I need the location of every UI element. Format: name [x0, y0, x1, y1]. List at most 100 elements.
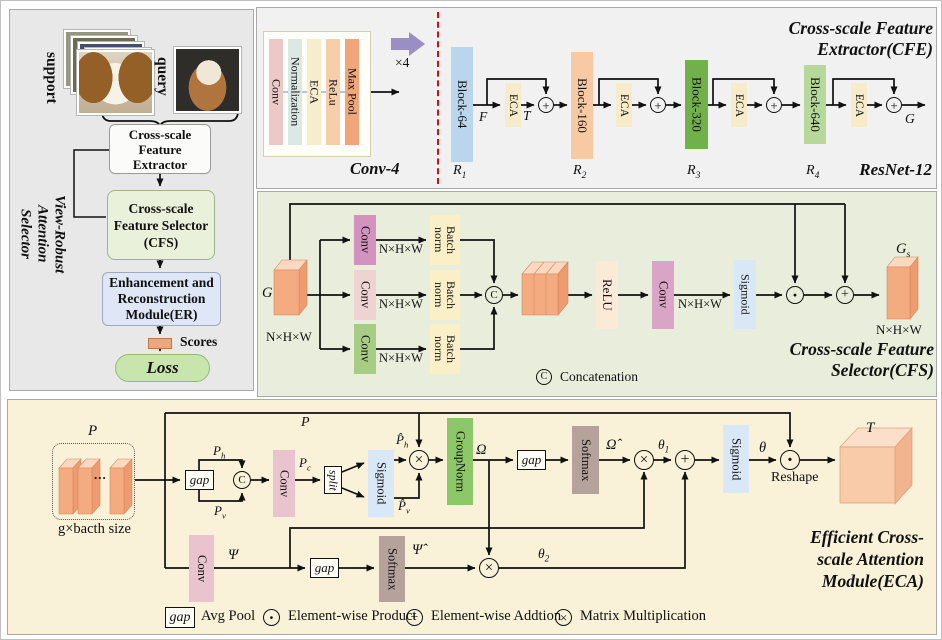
- cfe-title-line: Extractor(CFE): [817, 39, 933, 59]
- batch-size-label: g×bacth size: [58, 521, 131, 537]
- theta1-label: θ1: [658, 437, 670, 455]
- ph-label: Ph: [213, 443, 226, 461]
- psi-label: Ψ: [228, 547, 239, 563]
- ellipsis-label: ...: [94, 467, 107, 482]
- resnet-block-640: Block-640: [804, 65, 826, 144]
- concat-icon: C: [233, 471, 251, 489]
- dim-label: N×H×W: [379, 242, 423, 256]
- cfe-title: Cross-scale Feature Extractor(CFE): [653, 18, 933, 60]
- r3-label: R3: [687, 163, 701, 181]
- er-box-line: Module(ER): [125, 307, 198, 322]
- concat-legend-label: Concatenation: [560, 369, 638, 384]
- r1-label: R1: [453, 163, 467, 181]
- p-batch-group-box: [52, 443, 135, 520]
- elementwise-add-icon: +: [538, 97, 554, 113]
- omega-hat-label: Ω̂: [606, 437, 617, 453]
- conv4-bar-maxpool: Max Pool: [345, 39, 360, 145]
- conv4-bar-normalization: Normalization: [288, 39, 303, 145]
- p-stack-label: P: [88, 423, 98, 439]
- cfe-box-line: Feature: [138, 141, 182, 157]
- g-label: G: [905, 111, 915, 126]
- selector-bracket: [73, 149, 110, 218]
- bar-connector-tick: [283, 91, 288, 93]
- conv4-bar-conv: Conv: [269, 39, 284, 145]
- omega-label: Ω: [476, 442, 487, 458]
- cfs-box-line: (CFS): [143, 234, 179, 250]
- eca-box-2: ECA: [616, 83, 632, 127]
- product-legend-label: Element-wise Product: [288, 608, 417, 624]
- p-tensor-stack: [58, 458, 133, 515]
- split-box: split: [324, 466, 342, 494]
- section-divider: [437, 12, 439, 184]
- t-label: T: [523, 108, 531, 123]
- pv-label: Pv: [214, 503, 226, 521]
- elementwise-add-icon: +: [886, 97, 902, 113]
- cfs-sigmoid-box: Sigmoid: [734, 260, 756, 329]
- dim-label: N×H×W: [678, 297, 722, 311]
- resnet-block-320: Block-320: [685, 60, 708, 149]
- query-label: query: [154, 56, 171, 96]
- ph-hat-label: P̂h: [396, 432, 409, 450]
- dim-label: N×H×W: [379, 297, 423, 311]
- cfs-title-line: Cross-scale Feature: [789, 339, 934, 359]
- conv4-bar-relu: ReLu: [326, 39, 341, 145]
- relu-box: ReLU: [596, 261, 618, 329]
- repeat-label: ×4: [395, 55, 410, 70]
- cfe-box: Cross-scale Feature Extractor: [109, 124, 211, 174]
- g-tensor: [273, 259, 308, 316]
- eca-conv-box-1: Conv: [273, 450, 295, 517]
- matmul-icon: ×: [409, 450, 429, 470]
- theta2-label: θ2: [538, 546, 550, 564]
- theta-label: θ: [759, 440, 767, 456]
- gap-box-2: gap: [517, 450, 546, 470]
- reshape-label: Reshape: [771, 470, 819, 485]
- conv4-title: Conv-4: [350, 159, 400, 178]
- cfe-panel: Conv Normalization ECA ReLu Max Pool ×4 …: [256, 7, 937, 189]
- panel-title-view-robust-attention-selector: View-Robust Attention Selector: [16, 128, 68, 340]
- eca-sigmoid-box-1: Sigmoid: [368, 450, 394, 517]
- support-label: support: [43, 52, 60, 104]
- gap-legend-label: Avg Pool: [201, 608, 256, 624]
- matmul-icon: ×: [634, 450, 654, 470]
- eca-title-line: scale Attention: [817, 549, 924, 569]
- selector-overview-panel: support query View-Robust Attention Sele…: [9, 9, 254, 391]
- bar-connector-tick: [321, 91, 326, 93]
- cfe-title-line: Cross-scale Feature: [788, 18, 933, 38]
- dim-label: N×H×W: [379, 351, 423, 365]
- r4-label: R4: [806, 163, 820, 181]
- cfe-box-line: Extractor: [132, 156, 188, 172]
- cfs-conv-box-2: Conv: [354, 270, 376, 320]
- bar-connector-tick: [340, 91, 345, 93]
- title-line: Attention: [34, 205, 51, 263]
- cfs-title: Cross-scale Feature Selector(CFS): [658, 339, 934, 381]
- cfe-connectors: [371, 32, 926, 109]
- matmul-legend-label: Matrix Multiplication: [580, 608, 707, 624]
- g-dim-label: N×H×W: [266, 329, 312, 344]
- scores-label: Scores: [180, 334, 218, 349]
- elementwise-add-icon: +: [675, 450, 695, 470]
- er-box: Enhancement and Reconstruction Module(ER…: [102, 272, 221, 326]
- psi-hat-label: Ψ̂: [412, 542, 423, 558]
- gap-legend-icon: gap: [165, 607, 195, 628]
- pc-label: Pc: [299, 455, 311, 473]
- elementwise-add-icon: +: [650, 97, 666, 113]
- resnet12-label: ResNet-12: [859, 160, 932, 179]
- matmul-icon: ×: [555, 609, 572, 626]
- gs-dim-label: N×H×W: [876, 322, 922, 337]
- er-box-line: Reconstruction: [117, 291, 206, 306]
- cfe-box-line: Cross-scale: [128, 126, 192, 142]
- eca-title-line: Efficient Cross-: [810, 527, 924, 547]
- loss-box: Loss: [115, 354, 210, 382]
- cfs-connectors: [273, 203, 919, 353]
- eca-panel: ... P g×bacth size P gap Ph Pv C Conv Pc…: [7, 399, 937, 635]
- groupnorm-box: GroupNorm: [447, 418, 473, 505]
- eca-box-3: ECA: [731, 83, 747, 127]
- resnet-block-64: Block-64: [451, 47, 473, 162]
- elementwise-product-icon: ·: [786, 286, 804, 304]
- elementwise-add-icon: +: [836, 286, 854, 304]
- concat-icon: C: [536, 369, 552, 385]
- cfs-panel: G N×H×W Conv Conv Conv N×H×W N×H×W N×H×W…: [257, 191, 937, 397]
- loss-label: Loss: [146, 358, 179, 377]
- eca-title: Efficient Cross- scale Attention Module(…: [648, 526, 924, 592]
